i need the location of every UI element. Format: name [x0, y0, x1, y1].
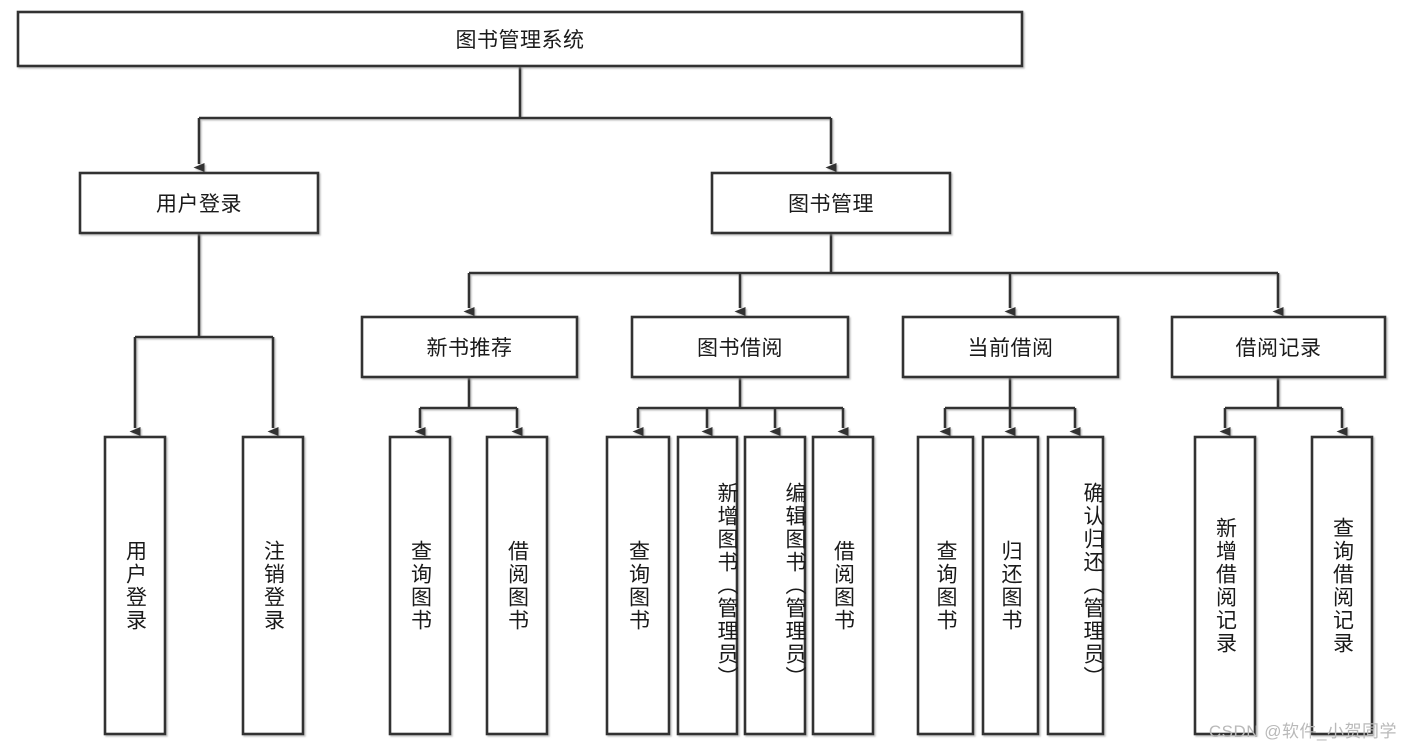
- leaf-box-return-book: [981, 435, 1040, 736]
- leaf-box-query-book-3: [916, 435, 975, 736]
- leaf-box-query-book-2: [605, 435, 671, 736]
- leaf-box-query-borrow-record: [1310, 435, 1374, 736]
- node-box-new-book-recommend: [360, 315, 579, 379]
- leaf-box-borrow-book-2: [811, 435, 875, 736]
- leaf-box-query-book-1: [388, 435, 452, 736]
- node-box-user-login: [78, 171, 320, 235]
- node-box-book-management: [710, 171, 952, 235]
- node-box-root: [16, 10, 1024, 68]
- leaf-box-edit-book-admin: [743, 435, 807, 736]
- node-box-borrow-record: [1170, 315, 1387, 379]
- node-box-current-borrow: [901, 315, 1120, 379]
- node-box-book-borrow: [630, 315, 850, 379]
- watermark-text: CSDN @软件_小贺同学: [1208, 722, 1397, 741]
- leaf-box-add-book-admin: [676, 435, 739, 736]
- leaf-box-add-borrow-record: [1193, 435, 1257, 736]
- leaf-box-confirm-return-admin: [1046, 435, 1105, 736]
- leaf-box-borrow-book-1: [485, 435, 549, 736]
- leaf-box-user-login: [103, 435, 167, 736]
- leaf-box-logout: [241, 435, 305, 736]
